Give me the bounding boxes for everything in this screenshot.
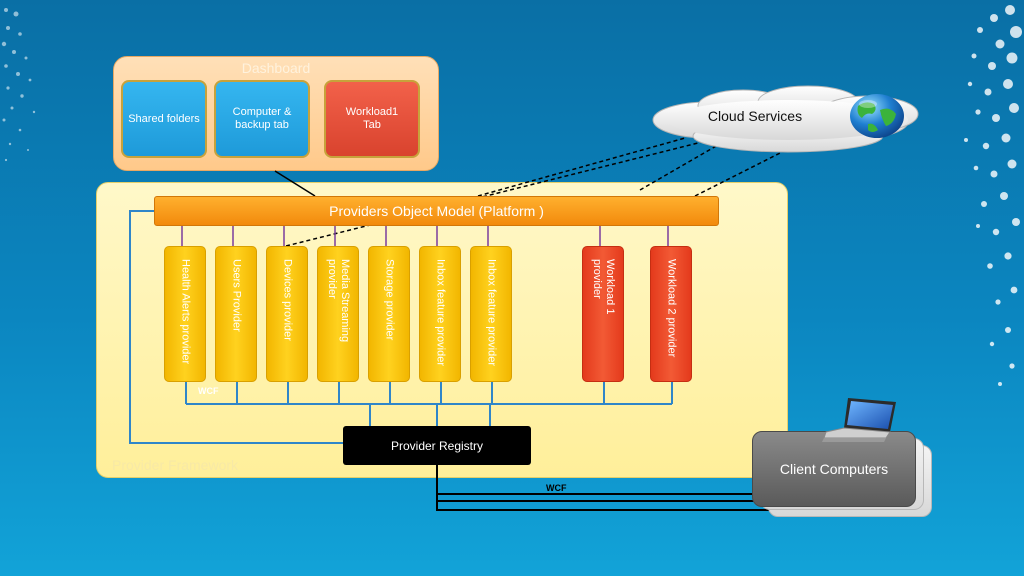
- provider-framework-title: Provider Framework: [112, 457, 239, 473]
- client-computers-label: Client Computers: [779, 461, 889, 477]
- provider-inbox-feature-1[interactable]: Inbox feature provider: [419, 246, 461, 382]
- provider-label: Inbox feature provider: [434, 259, 447, 367]
- provider-registry[interactable]: Provider Registry: [343, 426, 531, 465]
- provider-label: Workload 1 provider: [591, 259, 616, 315]
- provider-workload-2[interactable]: Workload 2 provider: [650, 246, 692, 382]
- provider-label: Users Provider: [230, 259, 243, 332]
- cloud-services-label: Cloud Services: [707, 108, 803, 124]
- laptop-icon: [822, 398, 896, 442]
- globe-icon: [850, 94, 904, 138]
- tile-label: Computer & backup tab: [232, 106, 292, 131]
- client-computers[interactable]: Client Computers: [752, 431, 916, 507]
- dashboard-title: Dashboard: [241, 60, 311, 76]
- provider-label: Health Alerts provider: [179, 259, 192, 365]
- tile-label: Workload1 Tab: [345, 106, 399, 131]
- tile-workload1[interactable]: Workload1 Tab: [324, 80, 420, 158]
- decorative-dots-right: [964, 5, 1022, 386]
- provider-users[interactable]: Users Provider: [215, 246, 257, 382]
- tile-shared-folders[interactable]: Shared folders: [121, 80, 207, 158]
- provider-workload-1[interactable]: Workload 1 provider: [582, 246, 624, 382]
- provider-label: Inbox feature provider: [485, 259, 498, 367]
- tile-computer-backup[interactable]: Computer & backup tab: [214, 80, 310, 158]
- provider-devices[interactable]: Devices provider: [266, 246, 308, 382]
- provider-label: Devices provider: [281, 259, 294, 341]
- providers-object-model-bar: Providers Object Model (Platform ): [154, 196, 719, 226]
- registry-label: Provider Registry: [390, 438, 484, 453]
- provider-storage[interactable]: Storage provider: [368, 246, 410, 382]
- provider-health-alerts[interactable]: Health Alerts provider: [164, 246, 206, 382]
- decorative-dots-left: [1, 8, 36, 162]
- tile-label: Shared folders: [128, 112, 200, 125]
- platform-label: Providers Object Model (Platform ): [329, 203, 544, 219]
- provider-label: Media Streaming provider: [326, 259, 351, 343]
- provider-label: Storage provider: [383, 259, 396, 341]
- provider-inbox-feature-2[interactable]: Inbox feature provider: [470, 246, 512, 382]
- wcf-label-clients: WCF: [546, 483, 567, 493]
- wcf-label-framework: WCF: [198, 386, 219, 396]
- provider-label: Workload 2 provider: [665, 259, 678, 358]
- provider-media-streaming[interactable]: Media Streaming provider: [317, 246, 359, 382]
